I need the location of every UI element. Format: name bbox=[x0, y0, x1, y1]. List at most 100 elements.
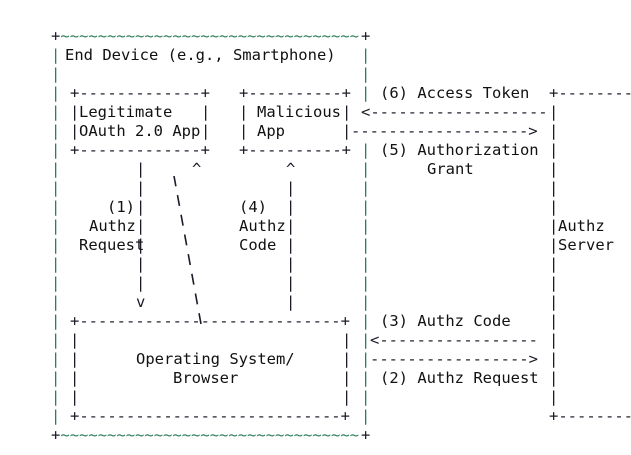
os-browser-left-wall-r16: | bbox=[70, 331, 79, 349]
bottom-wavy-border: ~~~~~~~~~~~~~~~~~~~~~~~~~~~~~~~~ bbox=[61, 426, 360, 444]
step4-arrowhead-diagonal: ^ bbox=[192, 160, 201, 178]
device-border-left-r7: | bbox=[51, 160, 60, 178]
device-border-right-r13: | bbox=[361, 274, 370, 292]
step4-stem-r14: | bbox=[286, 293, 295, 311]
authz-server-left-wall-r19: | bbox=[549, 388, 558, 406]
device-border-left-r2: | bbox=[51, 65, 60, 83]
device-border-right-r16: | bbox=[361, 331, 370, 349]
step1-stem-r13: | bbox=[136, 274, 145, 292]
device-border-left-r6: | bbox=[51, 141, 60, 159]
authz-server-left-wall-r8: | bbox=[549, 179, 558, 197]
step4-label-line3: Code bbox=[239, 236, 276, 254]
step1-stem-r10: | bbox=[136, 217, 145, 235]
step1-stem-r9: | bbox=[136, 198, 145, 216]
malicious-app-box-top: +----------+ bbox=[239, 84, 351, 102]
authz-server-box-bottom: +----------+ bbox=[549, 407, 631, 425]
device-border-left-r16: | bbox=[51, 331, 60, 349]
end-device-label: End Device (e.g., Smartphone) bbox=[65, 46, 336, 64]
step2-authz-request-arrow: -----------------> bbox=[370, 350, 538, 368]
device-border-left-r18: | bbox=[51, 369, 60, 387]
legit-app-right-wall-r5: | bbox=[201, 122, 210, 140]
legit-app-left-wall-r4: | bbox=[70, 103, 79, 121]
authz-server-left-wall-r13: | bbox=[549, 274, 558, 292]
legit-app-right-wall-r4: | bbox=[201, 103, 210, 121]
malicious-app-label-line1: Malicious bbox=[257, 103, 341, 121]
legit-app-label-line1: Legitimate bbox=[79, 103, 172, 121]
os-browser-left-wall-r19: | bbox=[70, 388, 79, 406]
device-border-right-r7: | bbox=[361, 160, 370, 178]
device-border-right-r9: | bbox=[361, 198, 370, 216]
step1-stem-r7: | bbox=[136, 160, 145, 178]
device-border-right-r10: | bbox=[361, 217, 370, 235]
malicious-app-box-bottom: +----------+ bbox=[239, 141, 351, 159]
malicious-app-label-line2: App bbox=[257, 122, 285, 140]
legit-app-label-line2: OAuth 2.0 App bbox=[79, 122, 200, 140]
os-browser-label-line1: Operating System/ bbox=[136, 350, 295, 368]
step4-stem-r11: | bbox=[286, 236, 295, 254]
authz-server-left-wall-r15: | bbox=[549, 312, 558, 330]
authz-server-left-wall-r16: | bbox=[549, 331, 558, 349]
device-border-left-r10: | bbox=[51, 217, 60, 235]
malicious-app-right-wall-r4: | bbox=[342, 103, 351, 121]
device-border-right-r3: | bbox=[361, 84, 370, 102]
os-browser-box-bottom: +----------------------------+ bbox=[70, 407, 350, 425]
authz-server-left-wall-r14: | bbox=[549, 293, 558, 311]
step1-stem-r12: | bbox=[136, 255, 145, 273]
malicious-app-left-wall-r5: | bbox=[239, 122, 248, 140]
authz-server-left-wall-r12: | bbox=[549, 255, 558, 273]
authz-server-label-line2: Server bbox=[558, 236, 614, 254]
os-browser-left-wall-r17: | bbox=[70, 350, 79, 368]
device-border-left-r20: | bbox=[51, 407, 60, 425]
corner-bl: + bbox=[51, 426, 60, 444]
device-border-left-r14: | bbox=[51, 293, 60, 311]
step6-access-token-arrow: <------------------- bbox=[361, 103, 548, 121]
ascii-art-diagram: .mono { font-family: "DejaVu Sans Mono",… bbox=[14, 9, 631, 455]
device-border-right-r11: | bbox=[361, 236, 370, 254]
os-browser-right-wall-r18: | bbox=[342, 369, 351, 387]
device-border-left-r1: | bbox=[51, 46, 60, 64]
step4-stem-r12: | bbox=[286, 255, 295, 273]
corner-br: + bbox=[361, 426, 370, 444]
authz-server-left-wall-r17: | bbox=[549, 350, 558, 368]
device-border-right-r1: | bbox=[361, 46, 370, 64]
step4-diagonal-line bbox=[173, 175, 203, 325]
device-border-left-r13: | bbox=[51, 274, 60, 292]
device-border-left-r4: | bbox=[51, 103, 60, 121]
authz-server-left-wall-r7: | bbox=[549, 160, 558, 178]
step1-label-line1: (1) bbox=[107, 198, 135, 216]
legit-app-box-top: +-------------+ bbox=[70, 84, 210, 102]
step4-stem-r13: | bbox=[286, 274, 295, 292]
device-border-right-r6: | bbox=[361, 141, 370, 159]
device-border-left-r3: | bbox=[51, 84, 60, 102]
device-border-right-r20: | bbox=[361, 407, 370, 425]
step4-label-line2: Authz bbox=[239, 217, 286, 235]
device-border-right-r14: | bbox=[361, 293, 370, 311]
authz-server-left-wall-r18: | bbox=[549, 369, 558, 387]
step2-authz-request-label: (2) Authz Request bbox=[380, 369, 539, 387]
device-border-right-r19: | bbox=[361, 388, 370, 406]
step5-authz-grant-label-line1: (5) Authorization bbox=[380, 141, 539, 159]
legit-app-box-bottom: +-------------+ bbox=[70, 141, 210, 159]
device-border-right-r8: | bbox=[361, 179, 370, 197]
device-border-left-r17: | bbox=[51, 350, 60, 368]
device-border-right-r12: | bbox=[361, 255, 370, 273]
authz-server-label-line1: Authz bbox=[558, 217, 605, 235]
authz-server-left-wall-r6: | bbox=[549, 141, 558, 159]
step1-arrowhead-down: v bbox=[136, 293, 145, 311]
device-border-left-r12: | bbox=[51, 255, 60, 273]
os-browser-right-wall-r19: | bbox=[342, 388, 351, 406]
device-border-right-r15: | bbox=[361, 312, 370, 330]
step1-stem-r8: | bbox=[136, 179, 145, 197]
malicious-app-left-wall-r4: | bbox=[239, 103, 248, 121]
authz-server-box-top: +----------+ bbox=[549, 84, 631, 102]
ascii-diagram-svg: .mono { font-family: "DejaVu Sans Mono",… bbox=[51, 27, 631, 444]
step3-authz-code-label: (3) Authz Code bbox=[380, 312, 511, 330]
step4-stem-r10: | bbox=[286, 217, 295, 235]
legit-app-left-wall-r5: | bbox=[70, 122, 79, 140]
step1-label-line2: Authz bbox=[89, 217, 136, 235]
device-border-right-r17: | bbox=[361, 350, 370, 368]
malicious-app-right-wall-r5: | bbox=[342, 122, 351, 140]
step4-stem-r9: | bbox=[286, 198, 295, 216]
device-border-left-r5: | bbox=[51, 122, 60, 140]
